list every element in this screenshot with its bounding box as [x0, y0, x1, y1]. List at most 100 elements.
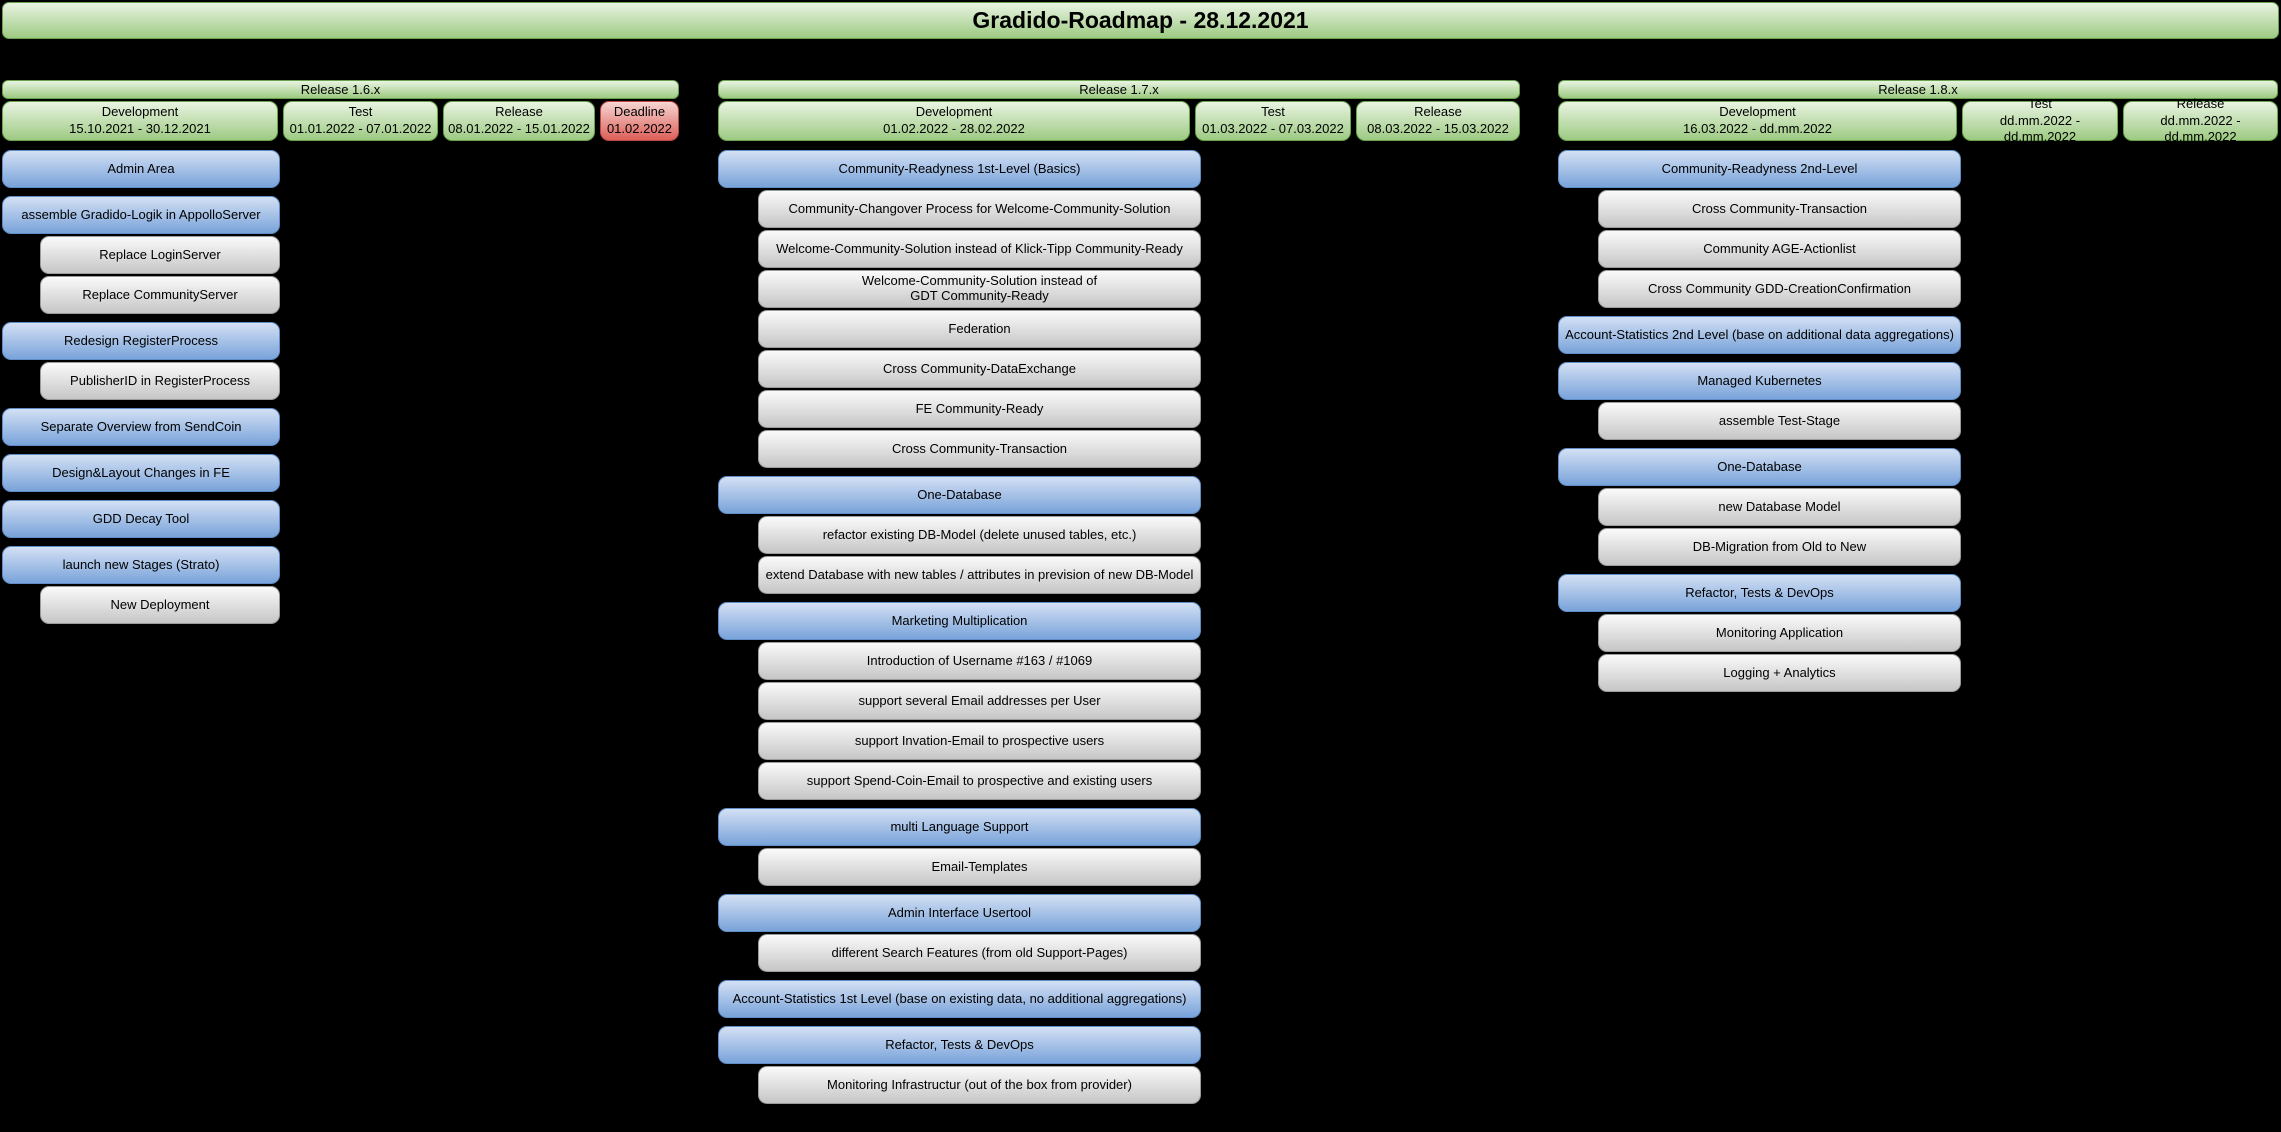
task-sub: Replace CommunityServer	[40, 276, 280, 314]
task-main: launch new Stages (Strato)	[2, 546, 280, 584]
task-main: Admin Interface Usertool	[718, 894, 1201, 932]
task-sub: New Deployment	[40, 586, 280, 624]
phase-name: Development	[1719, 104, 1796, 120]
task-sub: Logging + Analytics	[1598, 654, 1961, 692]
task-sub: Cross Community-DataExchange	[758, 350, 1201, 388]
task-main: GDD Decay Tool	[2, 500, 280, 538]
task-group: Design&Layout Changes in FE	[2, 454, 679, 492]
task-list: Community-Readyness 1st-Level (Basics)Co…	[718, 150, 1520, 1104]
task-main: Account-Statistics 2nd Level (base on ad…	[1558, 316, 1961, 354]
phase-dates: dd.mm.2022 - dd.mm.2022	[1999, 112, 2081, 145]
task-main: Refactor, Tests & DevOps	[1558, 574, 1961, 612]
task-sub: Email-Templates	[758, 848, 1201, 886]
page-title: Gradido-Roadmap - 28.12.2021	[2, 2, 2279, 39]
task-group: Account-Statistics 2nd Level (base on ad…	[1558, 316, 2278, 354]
task-sub: Monitoring Application	[1598, 614, 1961, 652]
task-main: One-Database	[1558, 448, 1961, 486]
phase-name: Test	[1261, 104, 1285, 120]
task-group: Separate Overview from SendCoin	[2, 408, 679, 446]
task-sub: Cross Community-Transaction	[1598, 190, 1961, 228]
task-group: GDD Decay Tool	[2, 500, 679, 538]
task-main: One-Database	[718, 476, 1201, 514]
task-sub: Federation	[758, 310, 1201, 348]
task-main: multi Language Support	[718, 808, 1201, 846]
task-sub: Community-Changover Process for Welcome-…	[758, 190, 1201, 228]
task-main: Refactor, Tests & DevOps	[718, 1026, 1201, 1064]
task-sub: Community AGE-Actionlist	[1598, 230, 1961, 268]
task-main: Separate Overview from SendCoin	[2, 408, 280, 446]
task-main: Account-Statistics 1st Level (base on ex…	[718, 980, 1201, 1018]
task-main: Redesign RegisterProcess	[2, 322, 280, 360]
task-sub: FE Community-Ready	[758, 390, 1201, 428]
phase-name: Development	[915, 104, 993, 120]
task-main: Community-Readyness 1st-Level (Basics)	[718, 150, 1201, 188]
release-header: Release 1.6.x	[2, 80, 679, 99]
task-sub: DB-Migration from Old to New	[1598, 528, 1961, 566]
release-header: Release 1.8.x	[1558, 80, 2278, 99]
phase-dates: 08.03.2022 - 15.03.2022	[1367, 121, 1509, 136]
task-sub: assemble Test-Stage	[1598, 402, 1961, 440]
phase-name: Deadline	[613, 104, 666, 120]
task-sub: Welcome-Community-Solution instead of GD…	[758, 270, 1201, 308]
task-group: Account-Statistics 1st Level (base on ex…	[718, 980, 1520, 1018]
task-sub: different Search Features (from old Supp…	[758, 934, 1201, 972]
task-main: assemble Gradido-Logik in AppolloServer	[2, 196, 280, 234]
phase-name: Test	[348, 104, 373, 120]
task-main: Managed Kubernetes	[1558, 362, 1961, 400]
release-header: Release 1.7.x	[718, 80, 1520, 99]
task-sub: support several Email addresses per User	[758, 682, 1201, 720]
task-sub: new Database Model	[1598, 488, 1961, 526]
task-group: launch new Stages (Strato)New Deployment	[2, 546, 679, 624]
phase-dates: 01.02.2022	[606, 121, 673, 136]
task-sub: support Spend-Coin-Email to prospective …	[758, 762, 1201, 800]
task-sub: Replace LoginServer	[40, 236, 280, 274]
task-sub: Monitoring Infrastructur (out of the box…	[758, 1066, 1201, 1104]
task-sub: refactor existing DB-Model (delete unuse…	[758, 516, 1201, 554]
phase-dates: 08.01.2022 - 15.01.2022	[448, 121, 590, 136]
phase-name: Release	[1414, 104, 1462, 120]
phase-dates: 16.03.2022 - dd.mm.2022	[1683, 121, 1832, 136]
phase-name: Release	[2176, 95, 2225, 111]
task-main: Community-Readyness 2nd-Level	[1558, 150, 1961, 188]
task-main: Admin Area	[2, 150, 280, 188]
phase-dates: 01.01.2022 - 07.01.2022	[289, 121, 432, 136]
phase-name: Release	[495, 104, 543, 120]
task-sub: Cross Community GDD-CreationConfirmation	[1598, 270, 1961, 308]
phase-name: Test	[2028, 95, 2052, 111]
task-main: Marketing Multiplication	[718, 602, 1201, 640]
phase-dates: 01.03.2022 - 07.03.2022	[1202, 121, 1344, 136]
task-list: Admin Area assemble Gradido-Logik in Appo…	[2, 150, 679, 624]
task-sub: Introduction of Username #163 / #1069	[758, 642, 1201, 680]
task-group: Admin Area	[2, 150, 679, 188]
task-main: Design&Layout Changes in FE	[2, 454, 280, 492]
phase-dates: 01.02.2022 - 28.02.2022	[883, 121, 1025, 136]
task-group: Community-Readyness 1st-Level (Basics)Co…	[718, 150, 1520, 468]
task-sub: extend Database with new tables / attrib…	[758, 556, 1201, 594]
phase-name: Development	[101, 104, 179, 120]
phase-dates: dd.mm.2022 - dd.mm.2022	[2160, 112, 2241, 145]
